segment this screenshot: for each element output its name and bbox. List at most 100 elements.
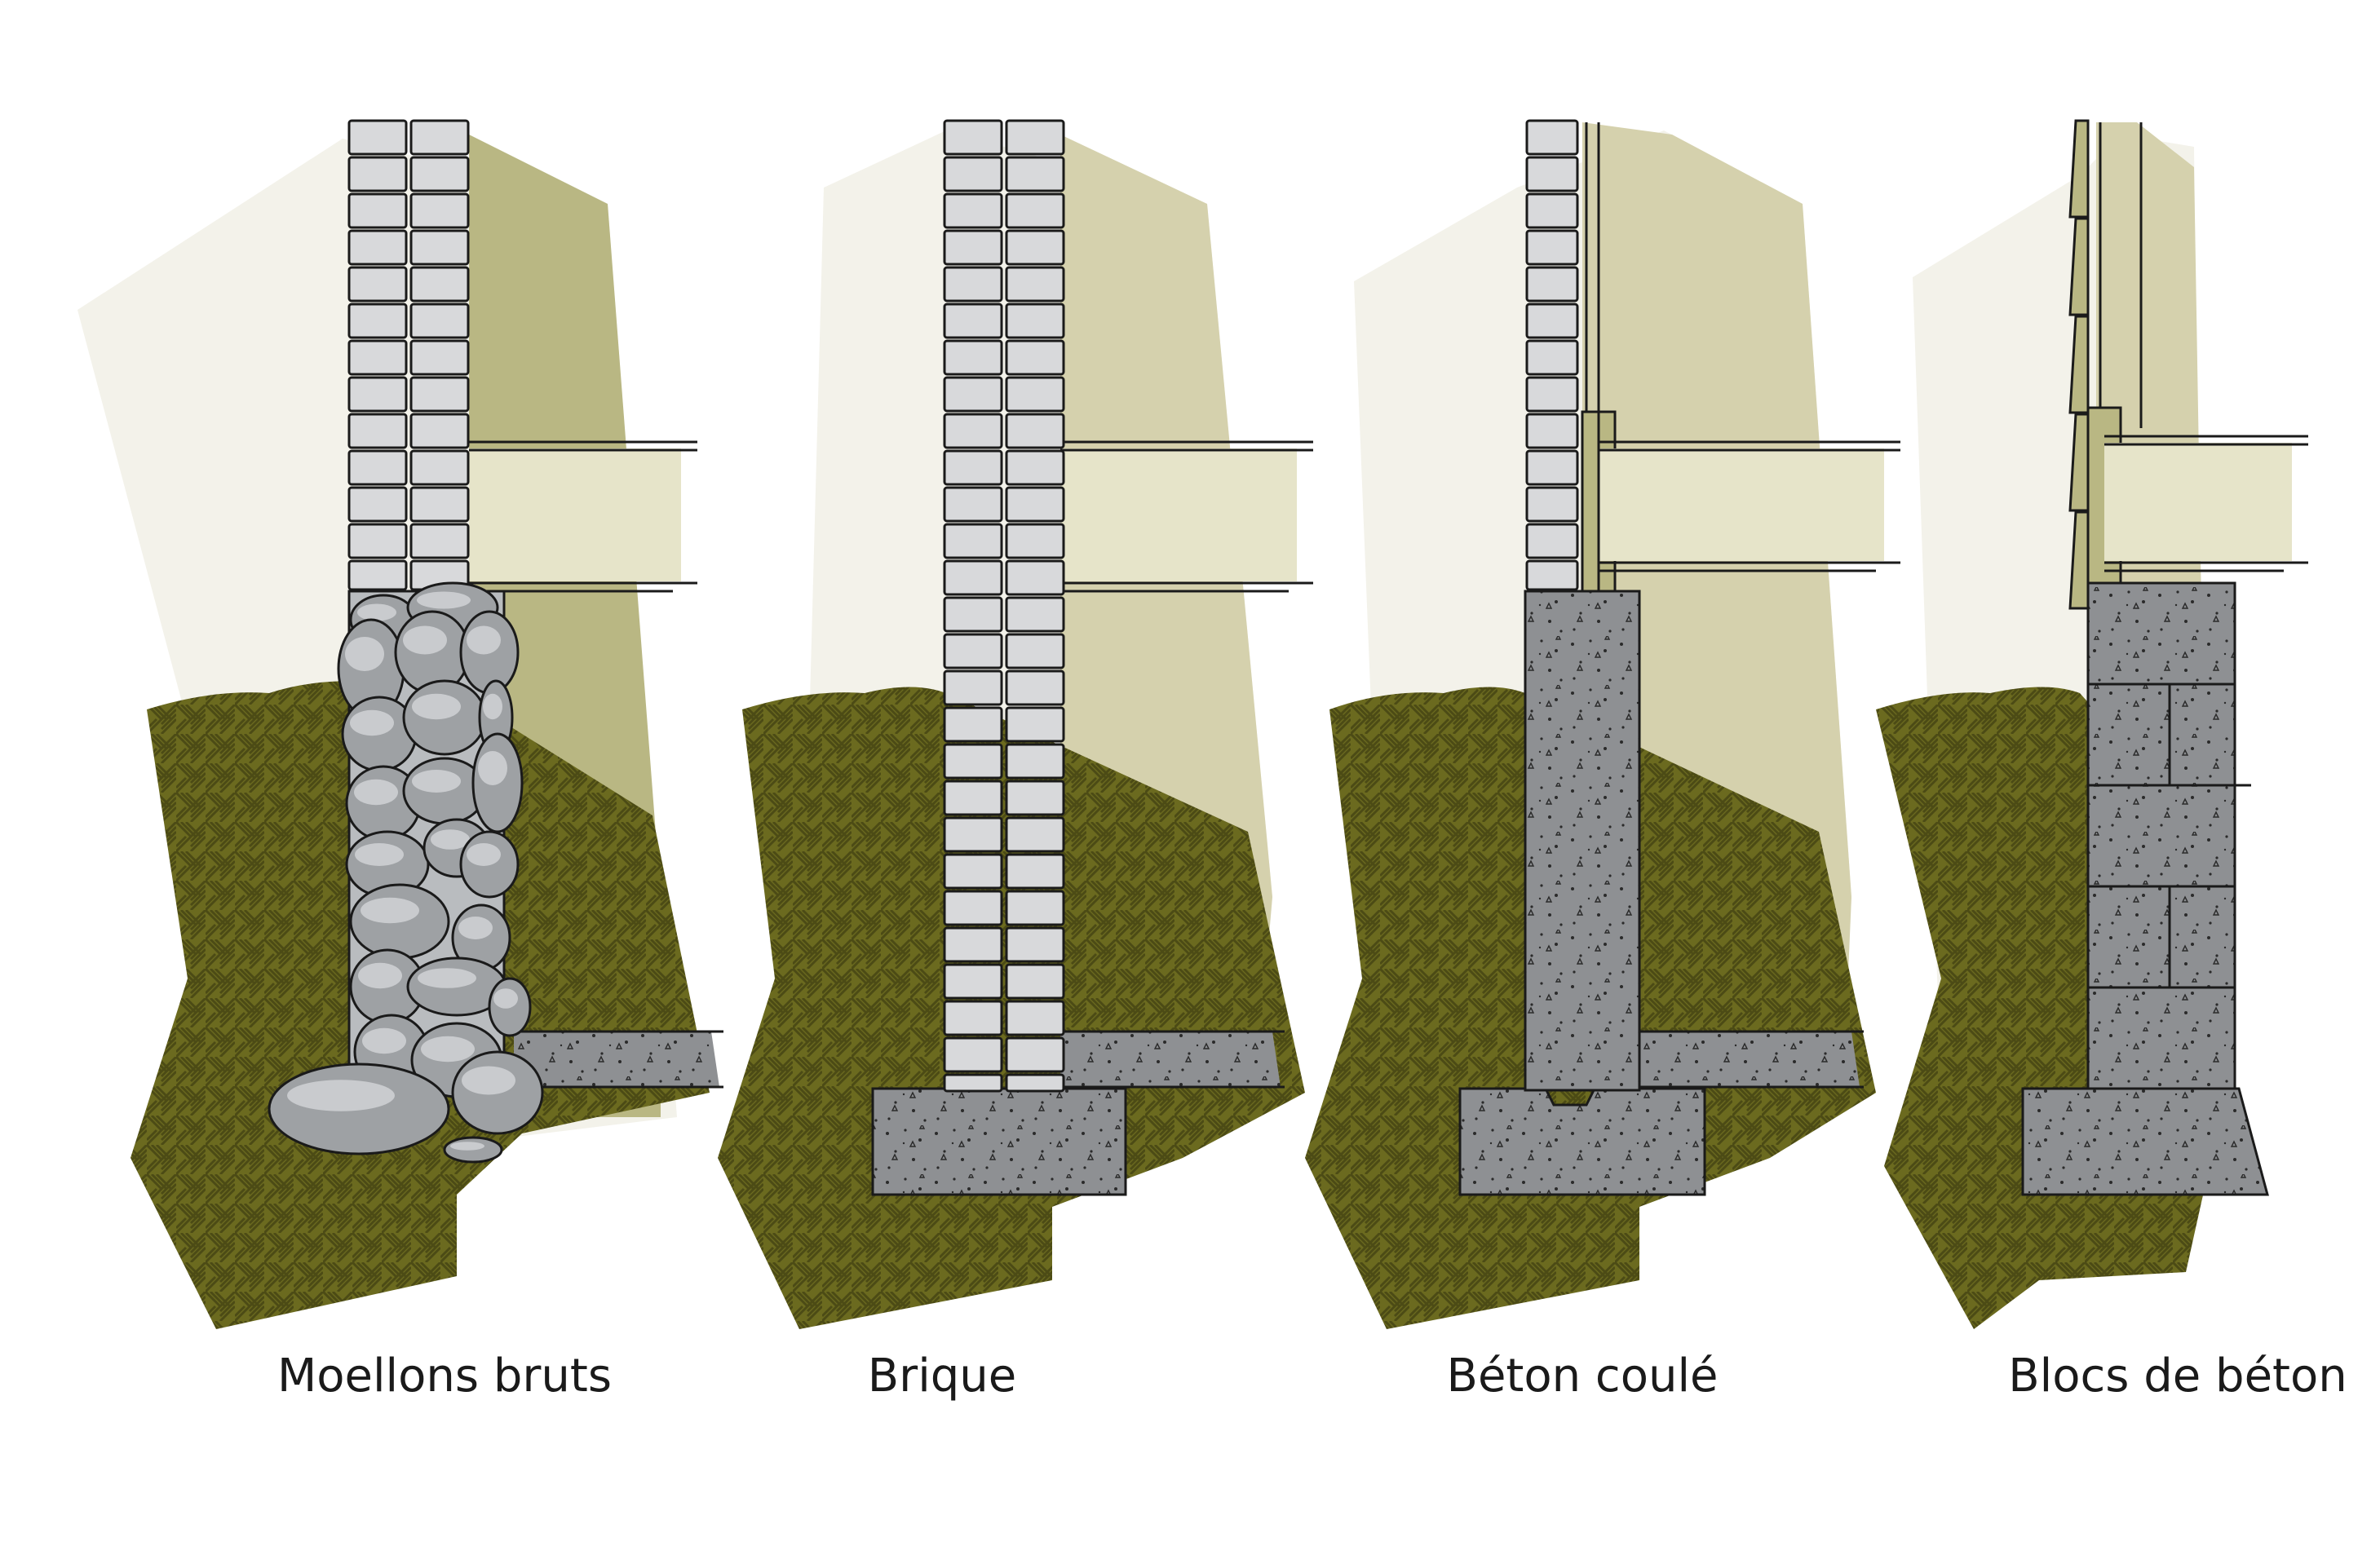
brick [1005,743,1065,780]
caption-poured-concrete: Béton coulé [1446,1350,1719,1403]
brick [1005,119,1065,156]
brick [1005,413,1065,449]
floor-joist [469,448,681,581]
floor-slab [1060,1032,1281,1087]
brick [347,229,408,266]
brick [347,523,408,559]
brick [1005,156,1065,192]
stone-highlight [358,962,402,989]
stone-highlight [483,693,502,720]
brick [1005,890,1065,926]
brick [1525,449,1579,486]
caption-rubble: Moellons bruts [276,1350,613,1403]
brick [1525,303,1579,339]
brick [943,303,1003,339]
stone-highlight [458,917,493,939]
brick [1525,339,1579,376]
brick [943,1000,1003,1036]
concrete-block [2086,885,2236,989]
brick [943,559,1003,596]
brick [1005,853,1065,890]
concrete-block [2086,784,2236,888]
stone-highlight [362,1027,406,1054]
brick [1005,706,1065,743]
brick [347,339,408,376]
brick [943,486,1003,523]
stone-highlight [403,625,447,655]
brick [1005,192,1065,229]
stone-highlight [354,779,398,806]
brick [1005,596,1065,633]
floor-joist [1599,448,1884,561]
brick [409,376,470,413]
brick [943,266,1003,303]
stone-highlight [361,897,419,924]
brick [347,376,408,413]
stone-highlight [418,968,476,988]
brick [1005,816,1065,853]
brick-footing [871,1087,1127,1196]
brick [1005,963,1065,1000]
stone-highlight [345,637,384,671]
brick [409,119,470,156]
brick [943,706,1003,743]
brick [943,596,1003,633]
stone-highlight [287,1080,395,1111]
brick [1005,449,1065,486]
siding-board [2068,217,2090,316]
floor-slab [514,1032,719,1087]
brick [1005,1073,1065,1093]
stone-highlight [467,625,501,655]
brick [943,413,1003,449]
stone-highlight [355,843,404,866]
brick [1005,780,1065,816]
stone-highlight [412,693,461,720]
panel-concrete-blocks [1876,119,2308,1329]
brick [409,523,470,559]
panel-brick [718,119,1313,1329]
brick [347,559,408,591]
brick [1005,559,1065,596]
brick [943,1073,1003,1093]
brick [409,449,470,486]
brick [409,192,470,229]
panel-rubble [77,119,723,1329]
brick [1005,229,1065,266]
brick [347,192,408,229]
brick [1525,376,1579,413]
brick [347,303,408,339]
brick [409,229,470,266]
brick [347,266,408,303]
panel-poured-concrete [1305,119,1900,1329]
brick [1525,266,1579,303]
stone-highlight [350,709,394,736]
brick [943,853,1003,890]
stone-highlight [467,843,501,866]
stone-highlight [417,591,471,609]
concrete-block [2086,683,2236,787]
brick [1005,633,1065,669]
brick [943,816,1003,853]
stone-highlight [421,1036,475,1063]
brick [1525,156,1579,192]
caption-brick: Brique [867,1350,1017,1403]
brick [1005,1000,1065,1036]
brick [1525,229,1579,266]
brick [347,449,408,486]
floor-slab [1639,1032,1860,1087]
brick [409,266,470,303]
brick [943,890,1003,926]
brick [943,743,1003,780]
brick [347,413,408,449]
brick [409,486,470,523]
concrete-block [2086,581,2236,686]
stone-highlight [412,770,461,793]
brick [1525,523,1579,559]
brick [943,156,1003,192]
brick [1005,266,1065,303]
brick [1005,926,1065,963]
siding-board [2068,119,2090,219]
brick [943,339,1003,376]
brick [1525,559,1579,591]
